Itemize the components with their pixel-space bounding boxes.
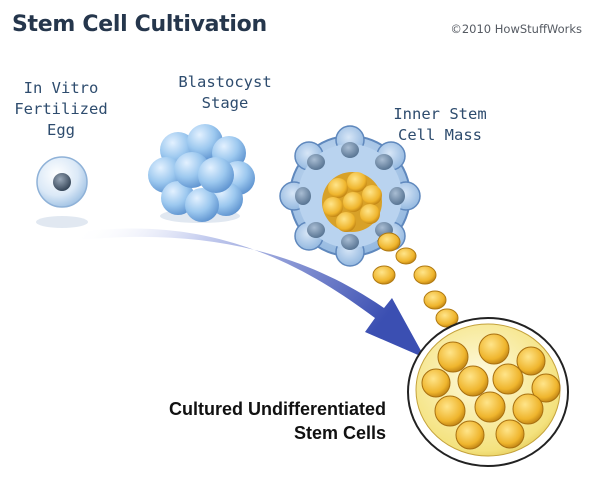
copyright-notice: ©2010 HowStuffWorks (450, 22, 582, 36)
cultured-cells (421, 333, 561, 450)
stage-label-egg: In Vitro Fertilized Egg (14, 79, 108, 139)
result-label: Cultured Undifferentiated Stem Cells (168, 399, 386, 443)
blastocyst-cluster (148, 124, 255, 223)
process-arrow (80, 228, 425, 358)
inner-cell-mass (279, 125, 421, 267)
page-title: Stem Cell Cultivation (12, 12, 267, 37)
stage-label-inner-mass: Inner Stem Cell Mass (393, 105, 487, 144)
petri-dish (407, 317, 569, 467)
stage-label-blastocyst: Blastocyst Stage (178, 73, 272, 112)
fertilized-egg (36, 156, 88, 228)
falling-stem-cells (372, 232, 459, 328)
